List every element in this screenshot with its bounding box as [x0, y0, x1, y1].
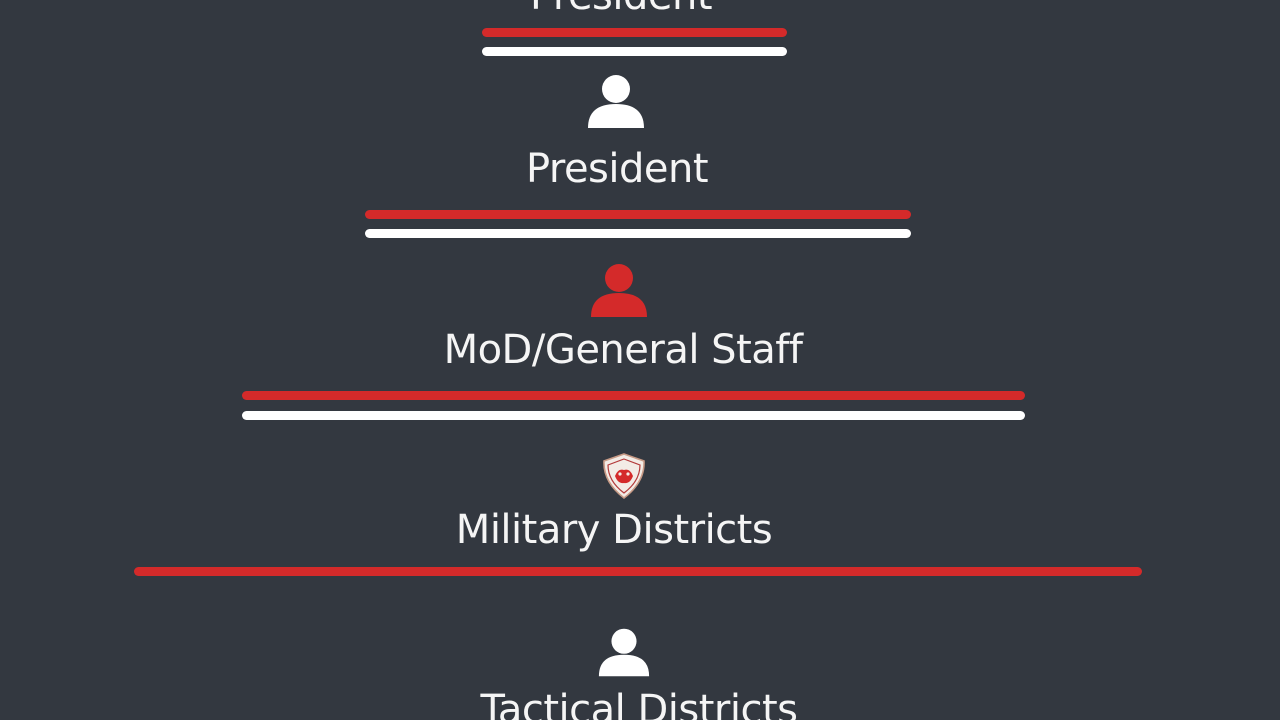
person-icon: [587, 74, 645, 132]
person-icon: [598, 627, 650, 681]
level-label-tactical-districts: Tactical Districts: [480, 687, 798, 720]
person-icon-red: [590, 263, 648, 321]
divider-red-1: [482, 28, 787, 37]
level-label-mod-general-staff: MoD/General Staff: [443, 327, 803, 373]
shield-emblem-icon: [601, 452, 647, 504]
divider-white-2: [365, 229, 911, 238]
level-label-military-districts: Military Districts: [455, 507, 773, 553]
divider-white-3: [242, 411, 1025, 420]
divider-white-1: [482, 47, 787, 56]
divider-red-3: [242, 391, 1025, 400]
divider-red-4: [134, 567, 1142, 576]
level-label-president: President: [525, 146, 709, 192]
divider-red-2: [365, 210, 911, 219]
level-label-president-top: President: [530, 0, 713, 16]
